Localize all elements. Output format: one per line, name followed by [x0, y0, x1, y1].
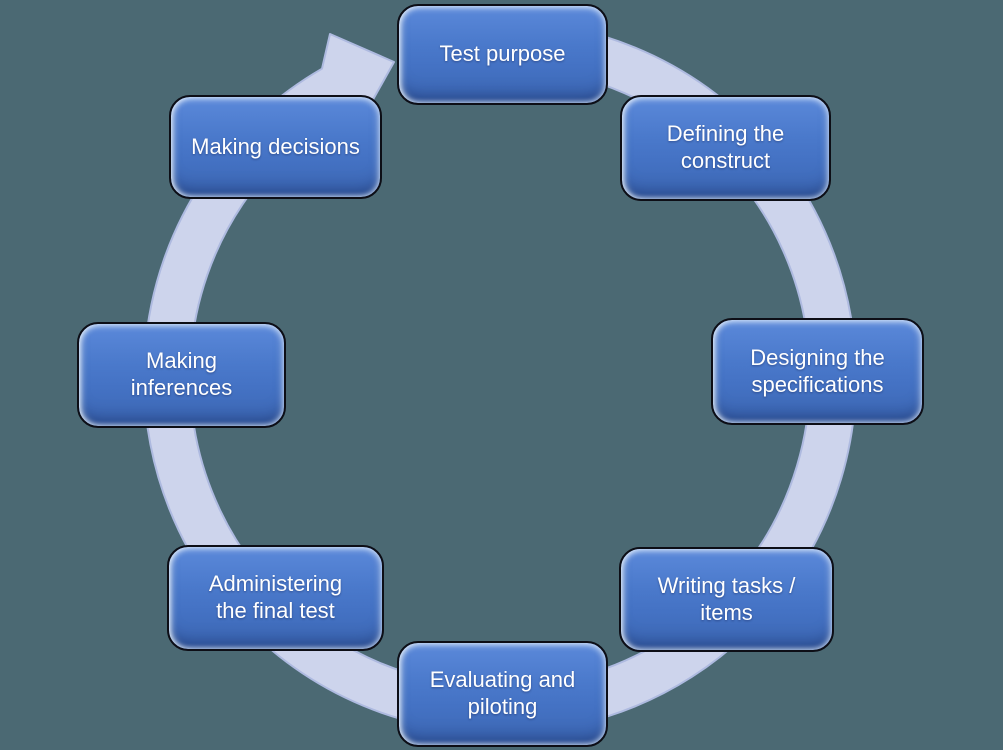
- node-writing-tasks-items: Writing tasks /items: [619, 547, 834, 652]
- node-test-purpose: Test purpose: [397, 4, 608, 105]
- cycle-arrow-path: [142, 20, 857, 734]
- node-label: Test purpose: [439, 41, 566, 67]
- node-label: Writing tasks /items: [657, 572, 796, 625]
- node-making-decisions: Making decisions: [169, 95, 382, 199]
- node-label: Making decisions: [191, 133, 360, 159]
